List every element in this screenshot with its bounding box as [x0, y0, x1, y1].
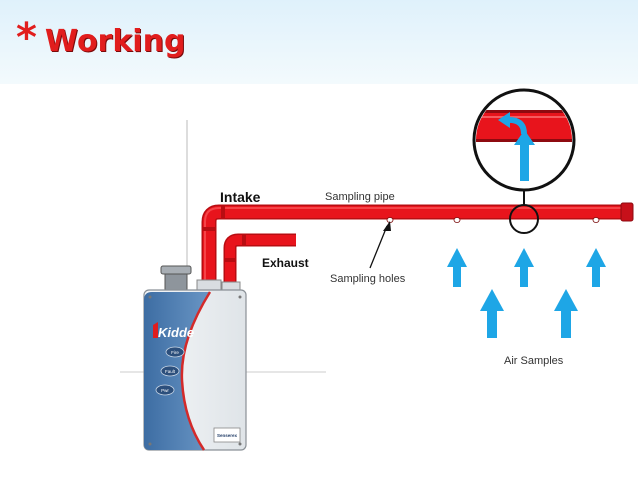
up-arrow-icon [447, 248, 467, 287]
pipe-coupling [202, 227, 216, 231]
up-arrow-icon [514, 248, 534, 287]
sampling-pipe-label: Sampling pipe [325, 191, 395, 203]
brand-logo: Kidde [158, 325, 194, 340]
intake-label: Intake [220, 189, 261, 205]
indicator-buttons: Fire Fault Pwr [155, 346, 185, 396]
up-arrow-icon [586, 248, 606, 287]
page-title: Working [44, 24, 186, 59]
pipe-coupling [242, 234, 246, 246]
exhaust-pipe [223, 233, 296, 290]
pipe-coupling [224, 258, 236, 262]
air-sample-arrows [447, 248, 606, 338]
magnified-pipe-view [472, 88, 576, 192]
pipe-end-cap [620, 202, 634, 222]
slide-title: * Working [16, 18, 186, 62]
fire-indicator: Fire [171, 350, 179, 355]
up-arrow-icon [554, 289, 578, 338]
pipe-coupling [221, 205, 225, 219]
power-indicator: Pwr [161, 388, 169, 393]
intake-pipe [201, 202, 634, 290]
sampling-holes-label: Sampling holes [330, 273, 406, 285]
pointer-arrow [369, 221, 391, 269]
exhaust-label: Exhaust [262, 256, 309, 270]
title-banner: * Working [0, 0, 638, 84]
fault-indicator: Fault [165, 369, 176, 374]
asterisk-icon: * [16, 15, 37, 61]
air-samples-label: Air Samples [504, 355, 564, 367]
brand-mark [153, 322, 158, 338]
product-badge: Senserex [217, 433, 238, 438]
up-arrow-icon [480, 289, 504, 338]
detector-unit: Kidde Fire Fault Pwr Senserex [143, 265, 247, 451]
curved-flow-arrow-icon [498, 112, 510, 128]
